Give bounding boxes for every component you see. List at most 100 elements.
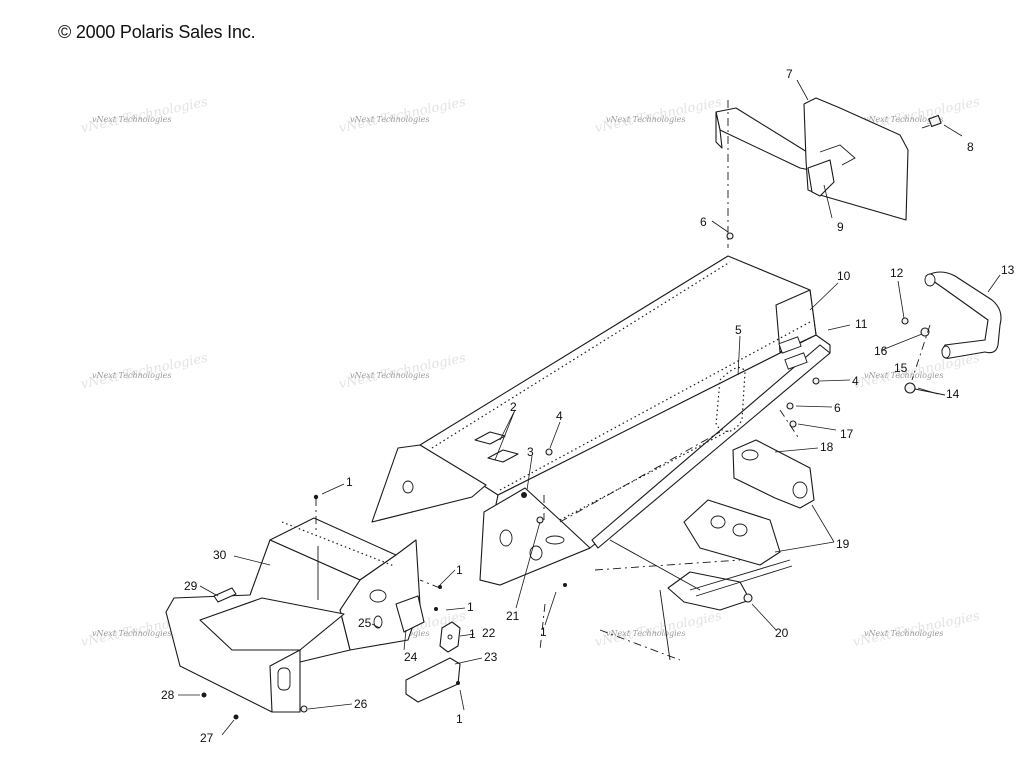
bolt	[456, 681, 460, 685]
bumper-nut	[901, 317, 909, 325]
callout-label: 5	[735, 323, 742, 337]
rivet-line	[499, 321, 811, 491]
hidden-line	[559, 431, 721, 523]
leader-line	[809, 282, 839, 311]
hidden-line	[659, 589, 671, 661]
callout-label: 1	[456, 563, 463, 577]
leader-line	[526, 455, 533, 491]
callout-label: 15	[894, 361, 908, 375]
snowflap-bolt	[928, 114, 942, 128]
callout-label: 3	[527, 445, 534, 459]
callout-label: 23	[484, 650, 498, 664]
watermark: vNext Technologies	[350, 115, 429, 124]
watermark: vNext Technologies	[606, 115, 685, 124]
watermark: vNext Technologies	[606, 629, 685, 638]
leader-line	[823, 184, 833, 219]
callout-label: 13	[1001, 263, 1015, 277]
rivet-line	[431, 261, 731, 449]
rivet	[201, 692, 207, 698]
bracket-20	[667, 571, 751, 611]
callout-label: 21	[506, 609, 520, 623]
grommet	[300, 705, 308, 713]
leader-line	[549, 421, 561, 449]
leader-line	[797, 423, 837, 431]
callout-label: 7	[786, 67, 793, 81]
leader-line	[774, 447, 819, 453]
leader-line	[544, 591, 557, 626]
callout-label: 1	[346, 475, 353, 489]
bolt-line	[921, 121, 941, 129]
nut	[786, 402, 794, 410]
watermark: vNext Technologies	[92, 371, 171, 380]
watermark: vNext Technologies	[92, 629, 171, 638]
callout-label: 11	[855, 317, 868, 331]
leader-line	[233, 555, 271, 566]
rivet	[521, 492, 527, 498]
leader-line	[796, 79, 809, 101]
leader-line	[494, 409, 516, 461]
leader-line	[459, 633, 475, 637]
bulkhead-hole	[373, 615, 383, 629]
hidden-line	[599, 629, 681, 661]
snowflap-bracket-side	[715, 111, 723, 149]
tunnel-rear-end	[775, 289, 817, 353]
bumper-washer	[920, 327, 930, 337]
leader-line	[819, 379, 851, 382]
nut	[789, 420, 797, 428]
bolt-line	[419, 579, 441, 589]
callout-label: 1	[467, 600, 474, 614]
leader-line	[199, 585, 219, 597]
callout-label: 1	[469, 627, 476, 641]
callout-label: 9	[837, 220, 844, 234]
tunnel-front-flap	[371, 444, 487, 523]
watermark: vNext Technologies	[92, 115, 171, 124]
leader-line	[515, 521, 541, 609]
callout-label: 12	[890, 266, 904, 280]
leader-line	[403, 629, 407, 651]
hidden-line	[609, 539, 701, 591]
bracket-23	[405, 657, 461, 703]
bolt	[313, 494, 319, 500]
rear-slot	[778, 336, 802, 354]
callout-label: 24	[404, 650, 418, 664]
callout-label: 10	[837, 269, 851, 283]
leader-line	[221, 719, 235, 736]
watermark: vNext Technologies	[350, 371, 429, 380]
belly-pan-floor	[199, 597, 345, 651]
bracket-18-hole	[792, 481, 808, 499]
rivet-line	[559, 429, 731, 521]
bracket-19-hole	[732, 523, 748, 537]
shaft	[689, 559, 791, 591]
bracket-18-hole	[741, 449, 759, 461]
leader-line	[321, 483, 345, 495]
leader-line	[459, 689, 465, 711]
snowflap-end-plate	[807, 159, 835, 197]
bumper-bushing	[904, 382, 916, 394]
front-plate-hole	[529, 545, 543, 561]
rear-slot	[784, 352, 808, 370]
tunnel-hardware	[521, 232, 820, 587]
callout-label: 1	[540, 625, 547, 639]
rivet	[233, 714, 239, 720]
bulkhead-hole	[369, 589, 387, 603]
leader-line	[987, 274, 1001, 293]
bolt-line	[539, 603, 546, 651]
heat-exchanger-outline	[715, 366, 746, 432]
callout-label: 4	[852, 374, 859, 388]
bracket-19	[683, 499, 781, 566]
leader-line	[795, 405, 833, 408]
bumper-tube	[925, 271, 1002, 359]
callout-label: 4	[556, 409, 563, 423]
copyright-notice: © 2000 Polaris Sales Inc.	[58, 22, 256, 42]
front-plate-hole	[499, 529, 513, 547]
bracket-24	[395, 595, 425, 633]
callout-label: 6	[700, 215, 707, 229]
snowflap	[803, 97, 909, 221]
tunnel-assembly	[371, 255, 831, 586]
leader-line	[881, 333, 923, 351]
bolt	[434, 607, 438, 611]
callout-label: 19	[836, 537, 850, 551]
leader-line	[751, 603, 777, 631]
leader-line	[943, 124, 963, 137]
